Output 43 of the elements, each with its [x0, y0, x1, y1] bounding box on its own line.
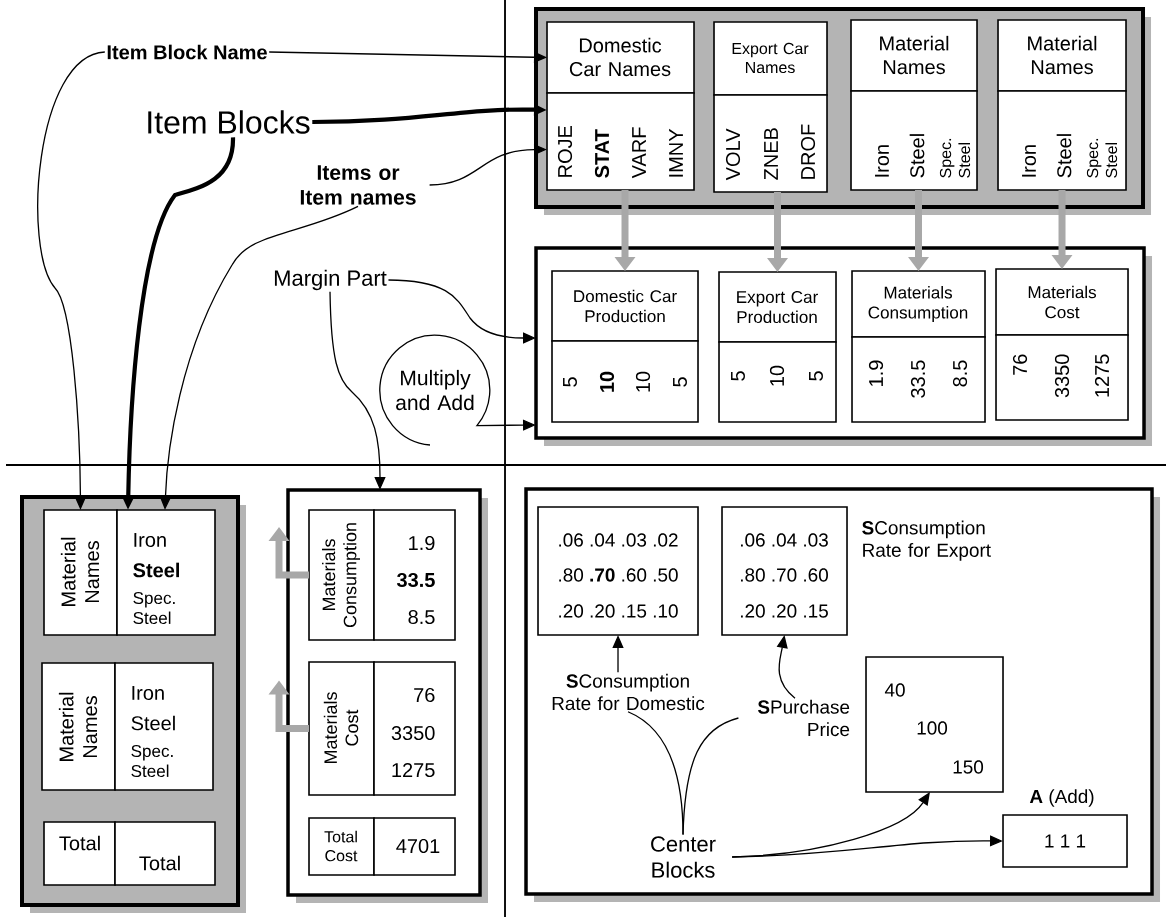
value-box: 4701	[373, 817, 456, 876]
header-box: Materials Consumption	[308, 509, 375, 641]
header-box: Export Car Production	[718, 271, 837, 343]
item-box: VOLV ZNEB DROF	[713, 94, 828, 193]
value-box: 1.9 33.5 8.5	[851, 336, 986, 423]
item-box: Total	[114, 821, 216, 886]
callout-text: Items or Item names	[300, 165, 416, 205]
header-box: Export Car Names	[713, 21, 828, 96]
header-box: Material Names	[850, 19, 978, 92]
value-box: 1.9 33.5 8.5	[373, 509, 456, 641]
header-box: Domestic Car Names	[546, 21, 695, 94]
operation-label: Multiply and Add	[396, 369, 474, 411]
item-box: Iron Steel Spec. Steel	[850, 90, 978, 191]
header-box: Material Names	[43, 509, 118, 636]
vector-box: 40 100 150	[865, 656, 1004, 793]
caption-text: A (Add)	[1029, 789, 1094, 807]
leader-line	[682, 717, 740, 836]
caption-text: SConsumption Rate for Export	[862, 520, 991, 561]
header-box: Materials Consumption	[851, 270, 986, 338]
value-box: 5 10 5	[718, 341, 837, 423]
header-box: Materials Cost	[308, 661, 375, 796]
callout-text: SConsumption Rate for Domestic	[552, 673, 705, 711]
callout-text: Margin Part	[274, 269, 387, 291]
header-box: Total	[43, 821, 116, 886]
value-box: 5 10 10 5	[551, 340, 699, 423]
header-box: Domestic Car Production	[551, 270, 699, 342]
item-box: ROJE STAT VARF IMNY	[546, 92, 695, 191]
item-box: Iron Steel Spec. Steel	[114, 662, 214, 791]
header-box: Material Names	[41, 662, 116, 791]
item-box: Iron Steel Spec. Steel	[997, 90, 1127, 191]
item-box: Iron Steel Spec. Steel	[116, 509, 216, 636]
callout-text: Item Blocks	[148, 110, 310, 134]
header-box: Total Cost	[308, 817, 375, 876]
vector-box: 1 1 1	[1002, 814, 1128, 868]
callout-text: Center Blocks	[651, 836, 716, 878]
value-box: 76 3350 1275	[995, 334, 1129, 421]
matrix-box: .06 .04 .03 .80 .70 .60 .20 .20 .15	[721, 506, 848, 636]
callout-text: Item Block Name	[107, 44, 267, 60]
header-box: Materials Cost	[995, 268, 1129, 336]
matrix-box: .06 .04 .03 .02 .80 .70 .60 .50 .20 .20 .15 .10	[537, 506, 699, 636]
value-box: 76 3350 1275	[373, 661, 456, 796]
header-box: Material Names	[997, 19, 1127, 92]
callout-text: SPurchase Price	[757, 699, 850, 737]
